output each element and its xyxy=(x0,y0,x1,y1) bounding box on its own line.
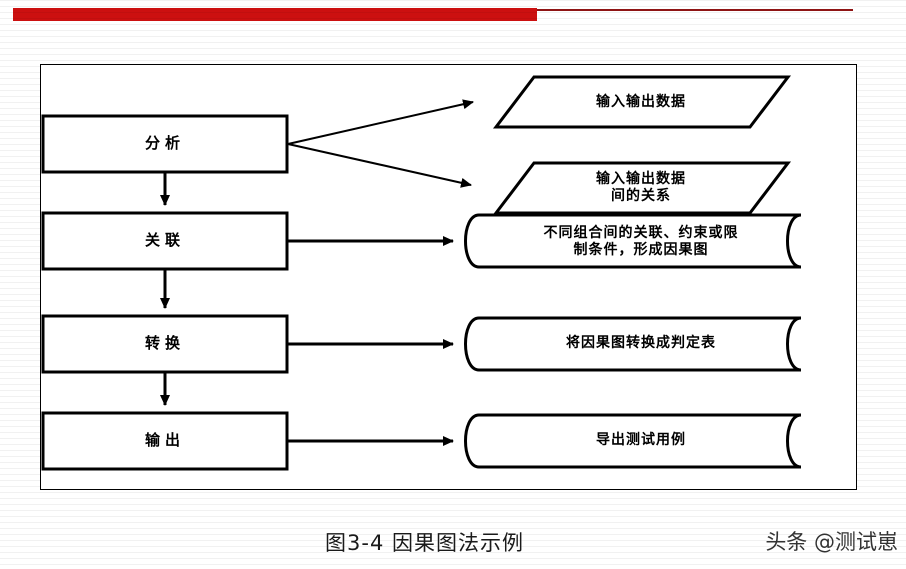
stage-label-output: 输出 xyxy=(144,431,185,449)
watermark: 头条 @测试崽 xyxy=(765,530,898,554)
stage-box-output[interactable] xyxy=(41,411,289,471)
diagram-frame: 分析 关联 转换 输出 输入输出数据 输入输出数据 间的关系 不同组合间的关联、… xyxy=(40,64,857,490)
data-shape-io-data-relation[interactable] xyxy=(492,161,792,215)
connector-analyze-io-relation xyxy=(287,143,472,188)
accent-rule xyxy=(537,9,853,11)
data-shape-io-data[interactable] xyxy=(492,75,792,129)
output-label-decision-table: 将因果图转换成判定表 xyxy=(566,335,716,351)
data-shape-decision-table[interactable] xyxy=(464,316,802,372)
stage-label-associate: 关联 xyxy=(144,231,185,249)
slide-top-band xyxy=(0,0,906,26)
data-shape-cause-effect[interactable] xyxy=(464,213,802,269)
output-label-io-data: 输入输出数据 xyxy=(596,94,686,110)
data-shape-test-cases[interactable] xyxy=(464,413,802,469)
stage-label-analyze: 分析 xyxy=(144,134,185,152)
stage-box-associate[interactable] xyxy=(41,211,289,271)
connector-analyze-io-data xyxy=(287,99,474,145)
stage-box-transform[interactable] xyxy=(41,314,289,374)
figure-caption: 图3-4 因果图法示例 xyxy=(325,531,524,555)
output-label-test-cases: 导出测试用例 xyxy=(596,432,686,448)
stage-label-transform: 转换 xyxy=(144,334,185,352)
output-label-cause-effect: 不同组合间的关联、约束或限 制条件，形成因果图 xyxy=(543,225,739,258)
accent-bar xyxy=(13,8,537,21)
flowchart-graphic xyxy=(41,75,802,471)
output-label-io-data-relation: 输入输出数据 间的关系 xyxy=(596,171,686,204)
